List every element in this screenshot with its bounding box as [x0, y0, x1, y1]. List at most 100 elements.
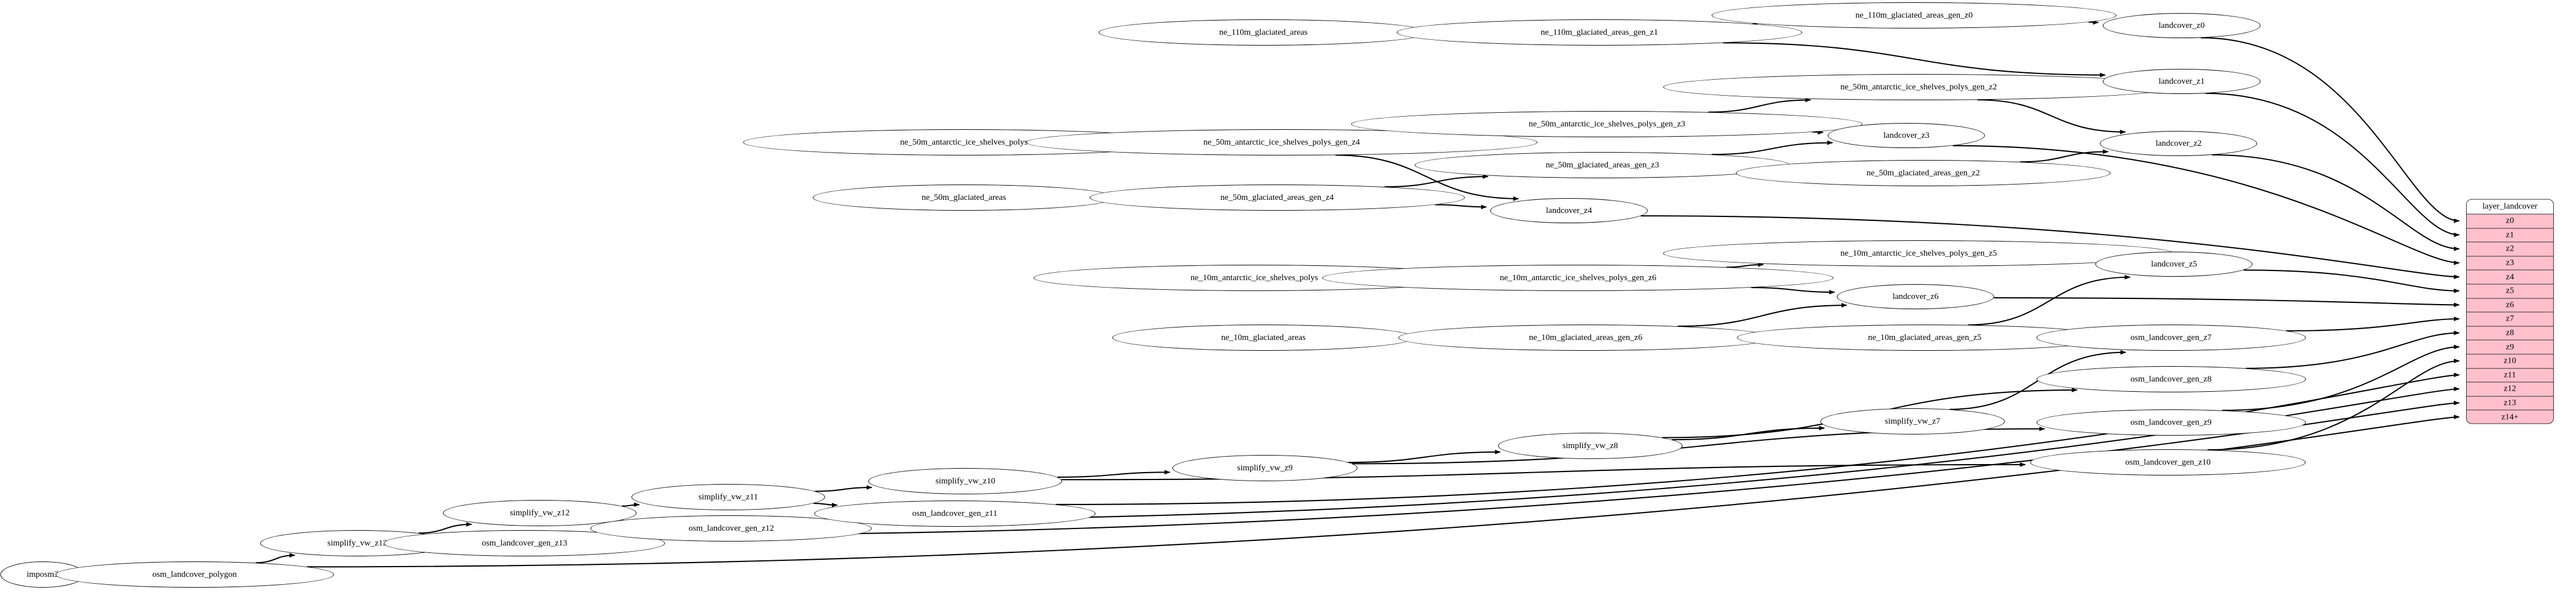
graph-node-label: ne_50m_glaciated_areas_gen_z3 — [1545, 160, 1659, 170]
layer-record-row-z13[interactable]: z13 — [2467, 396, 2553, 411]
graph-node-label: ne_50m_antarctic_ice_shelves_polys_gen_z… — [1840, 82, 1997, 92]
graph-node-osm_landcover_gen_z7[interactable]: osm_landcover_gen_z7 — [2036, 325, 2306, 351]
graph-node-label: ne_50m_antarctic_ice_shelves_polys_gen_z… — [1203, 137, 1360, 147]
graph-node-ne_50m_glaciated_areas_gen_z2[interactable]: ne_50m_glaciated_areas_gen_z2 — [1736, 160, 2111, 186]
graph-node-osm_landcover_gen_z11[interactable]: osm_landcover_gen_z11 — [814, 501, 1096, 527]
graph-node-label: osm_landcover_gen_z13 — [482, 538, 568, 548]
graph-edge-simplify_vw_z9-to-osm_landcover_gen_z9 — [1352, 427, 2045, 465]
graph-edge-ne_50m_antarctic_ice_shelves_polys_gen_z3-to-ne_50m_antarctic_ice_shelves_polys_gen_z2 — [1708, 97, 1811, 113]
graph-node-ne_110m_glaciated_areas_gen_z1[interactable]: ne_110m_glaciated_areas_gen_z1 — [1396, 19, 1802, 46]
graph-edge-simplify_vw_z12-to-simplify_vw_z11 — [622, 502, 640, 507]
graph-node-simplify_vw_z7[interactable]: simplify_vw_z7 — [1820, 408, 2005, 434]
graph-node-ne_50m_glaciated_areas_gen_z4[interactable]: ne_50m_glaciated_areas_gen_z4 — [1089, 184, 1465, 211]
layer-record-row-z0[interactable]: z0 — [2467, 215, 2553, 229]
graph-node-simplify_vw_z9[interactable]: simplify_vw_z9 — [1172, 455, 1357, 481]
graph-node-label: osm_landcover_gen_z11 — [912, 509, 998, 518]
graph-node-label: simplify_vw_z9 — [1237, 463, 1293, 473]
graph-node-osm_landcover_gen_z9[interactable]: osm_landcover_gen_z9 — [2036, 409, 2306, 436]
graph-edge-osm_landcover_gen_z9-to-layer_landcover-z9 — [2222, 345, 2460, 411]
graph-node-ne_110m_glaciated_areas_gen_z0[interactable]: ne_110m_glaciated_areas_gen_z0 — [1711, 2, 2117, 28]
graph-edge-simplify_vw_z11-to-osm_landcover_gen_z11 — [813, 502, 838, 507]
layer-record-row-z14+[interactable]: z14+ — [2501, 412, 2519, 422]
graph-node-ne_50m_antarctic_ice_shelves_polys_gen_z2[interactable]: ne_50m_antarctic_ice_shelves_polys_gen_z… — [1663, 74, 2175, 100]
layer-record-row-z6[interactable]: z6 — [2467, 298, 2553, 313]
graph-edge-ne_50m_glaciated_areas_gen_z2-to-landcover_z2 — [2020, 149, 2109, 163]
graph-node-landcover_z2[interactable]: landcover_z2 — [2099, 131, 2258, 156]
graph-node-landcover_z5[interactable]: landcover_z5 — [2095, 252, 2253, 277]
layer-record-row-z10[interactable]: z10 — [2467, 354, 2553, 369]
graph-node-label: osm_landcover_gen_z12 — [688, 523, 774, 533]
graph-node-label: osm_landcover_polygon — [152, 569, 237, 579]
graph-node-landcover_z1[interactable]: landcover_z1 — [2103, 69, 2261, 94]
graph-node-ne_50m_glaciated_areas[interactable]: ne_50m_glaciated_areas — [813, 184, 1115, 211]
graph-node-simplify_vw_z8[interactable]: simplify_vw_z8 — [1498, 433, 1683, 459]
graph-edge-landcover_z0-to-layer_landcover-z0 — [2201, 37, 2460, 223]
layer-record-header: layer_landcover — [2467, 199, 2553, 215]
graph-edge-ne_50m_antarctic_ice_shelves_polys_gen_z4-to-landcover_z4 — [1335, 154, 1519, 201]
layer-record-row-z5[interactable]: z5 — [2467, 284, 2553, 299]
graph-node-label: simplify_vw_z13 — [327, 538, 387, 548]
graph-node-ne_10m_antarctic_ice_shelves_polys_gen_z6[interactable]: ne_10m_antarctic_ice_shelves_polys_gen_z… — [1322, 265, 1834, 291]
graph-edge-landcover_z1-to-layer_landcover-z1 — [2205, 92, 2460, 237]
graph-node-simplify_vw_z12[interactable]: simplify_vw_z12 — [442, 500, 637, 526]
graph-node-simplify_vw_z10[interactable]: simplify_vw_z10 — [868, 468, 1063, 494]
graph-node-label: simplify_vw_z11 — [698, 492, 758, 502]
layer-record-row-z9[interactable]: z9 — [2467, 341, 2553, 355]
graph-edge-osm_landcover_gen_z7-to-layer_landcover-z7 — [2286, 317, 2460, 332]
graph-node-landcover_z3[interactable]: landcover_z3 — [1828, 123, 1986, 148]
graph-node-ne_110m_glaciated_areas[interactable]: ne_110m_glaciated_areas — [1098, 19, 1429, 46]
graph-node-label: ne_110m_glaciated_areas_gen_z0 — [1855, 10, 1973, 20]
graph-edge-osm_landcover_gen_z11-to-layer_landcover-z11 — [1055, 372, 2460, 506]
layer-record-row-z3[interactable]: z3 — [2467, 256, 2553, 270]
graph-edge-ne_50m_antarctic_ice_shelves_polys_gen_z2-to-landcover_z2 — [1977, 99, 2126, 134]
graph-node-label: ne_10m_glaciated_areas_gen_z5 — [1868, 333, 1982, 342]
graph-node-ne_10m_glaciated_areas[interactable]: ne_10m_glaciated_areas — [1112, 325, 1415, 351]
graph-node-landcover_z0[interactable]: landcover_z0 — [2103, 13, 2261, 38]
graph-node-label: imposm3 — [26, 569, 59, 579]
graph-node-label: ne_50m_glaciated_areas_gen_z4 — [1220, 192, 1334, 202]
graph-edge-ne_110m_glaciated_areas_gen_z1-to-landcover_z1 — [1722, 42, 2106, 77]
graph-edge-osm_landcover_gen_z12-to-layer_landcover-z12 — [838, 387, 2460, 521]
graph-node-landcover_z4[interactable]: landcover_z4 — [1490, 198, 1648, 223]
layer-record-row-z4[interactable]: z4 — [2467, 270, 2553, 285]
graph-edge-simplify_vw_z13-to-simplify_vw_z12 — [419, 522, 472, 534]
graph-edge-ne_10m_antarctic_ice_shelves_polys_gen_z6-to-ne_10m_antarctic_ice_shelves_polys_gen_z5 — [1726, 262, 1764, 268]
graph-node-label: ne_10m_glaciated_areas_gen_z6 — [1529, 333, 1643, 342]
graph-node-label: ne_10m_antarctic_ice_shelves_polys_gen_z… — [1499, 273, 1656, 282]
graph-edge-osm_landcover_polygon-to-simplify_vw_z13 — [256, 553, 296, 564]
graph-node-label: ne_50m_glaciated_areas — [921, 192, 1006, 202]
graph-node-label: landcover_z6 — [1892, 292, 1939, 301]
graph-node-osm_landcover_gen_z12[interactable]: osm_landcover_gen_z12 — [590, 515, 872, 542]
graph-edge-osm_landcover_polygon-to-layer_landcover-z14+ — [307, 415, 2460, 568]
graph-node-osm_landcover_polygon[interactable]: osm_landcover_polygon — [55, 561, 334, 588]
graph-node-label: ne_10m_glaciated_areas — [1221, 333, 1306, 342]
graph-node-label: landcover_z3 — [1883, 130, 1930, 140]
graph-node-ne_50m_antarctic_ice_shelves_polys_gen_z3[interactable]: ne_50m_antarctic_ice_shelves_polys_gen_z… — [1351, 111, 1863, 137]
graph-node-landcover_z6[interactable]: landcover_z6 — [1837, 284, 1995, 309]
graph-node-osm_landcover_gen_z13[interactable]: osm_landcover_gen_z13 — [384, 530, 666, 556]
layer-record-row-z12[interactable]: z12 — [2467, 383, 2553, 397]
layer-record-row-z1[interactable]: z1 — [2467, 228, 2553, 243]
layer-record-row-z7[interactable]: z7 — [2467, 313, 2553, 327]
graph-edge-simplify_vw_z9-to-simplify_vw_z8 — [1348, 449, 1501, 464]
graph-node-osm_landcover_gen_z10[interactable]: osm_landcover_gen_z10 — [2030, 449, 2306, 475]
graph-node-ne_50m_glaciated_areas_gen_z3[interactable]: ne_50m_glaciated_areas_gen_z3 — [1414, 152, 1790, 178]
graph-node-ne_10m_glaciated_areas_gen_z6[interactable]: ne_10m_glaciated_areas_gen_z6 — [1398, 325, 1774, 351]
graph-node-osm_landcover_gen_z8[interactable]: osm_landcover_gen_z8 — [2036, 366, 2306, 392]
graph-node-label: osm_landcover_gen_z8 — [2130, 374, 2212, 384]
layer-record-row-z2[interactable]: z2 — [2467, 243, 2553, 257]
graph-node-label: simplify_vw_z10 — [935, 476, 995, 486]
layer-record-row-z8[interactable]: z8 — [2467, 326, 2553, 341]
graph-node-label: landcover_z0 — [2159, 20, 2205, 30]
graph-edge-landcover_z6-to-layer_landcover-z6 — [1993, 297, 2460, 307]
graph-node-simplify_vw_z11[interactable]: simplify_vw_z11 — [631, 484, 825, 510]
graph-node-label: ne_110m_glaciated_areas_gen_z1 — [1540, 27, 1658, 37]
graph-node-ne_10m_antarctic_ice_shelves_polys_gen_z5[interactable]: ne_10m_antarctic_ice_shelves_polys_gen_z… — [1663, 240, 2175, 266]
graph-node-label: landcover_z5 — [2151, 259, 2197, 269]
graph-edge-landcover_z2-to-layer_landcover-z2 — [2212, 154, 2460, 251]
layer-record-row-z11[interactable]: z11 — [2467, 368, 2553, 383]
graph-edge-landcover_z4-to-layer_landcover-z4 — [1640, 215, 2460, 280]
graph-edge-osm_landcover_gen_z8-to-layer_landcover-z8 — [2245, 330, 2460, 369]
